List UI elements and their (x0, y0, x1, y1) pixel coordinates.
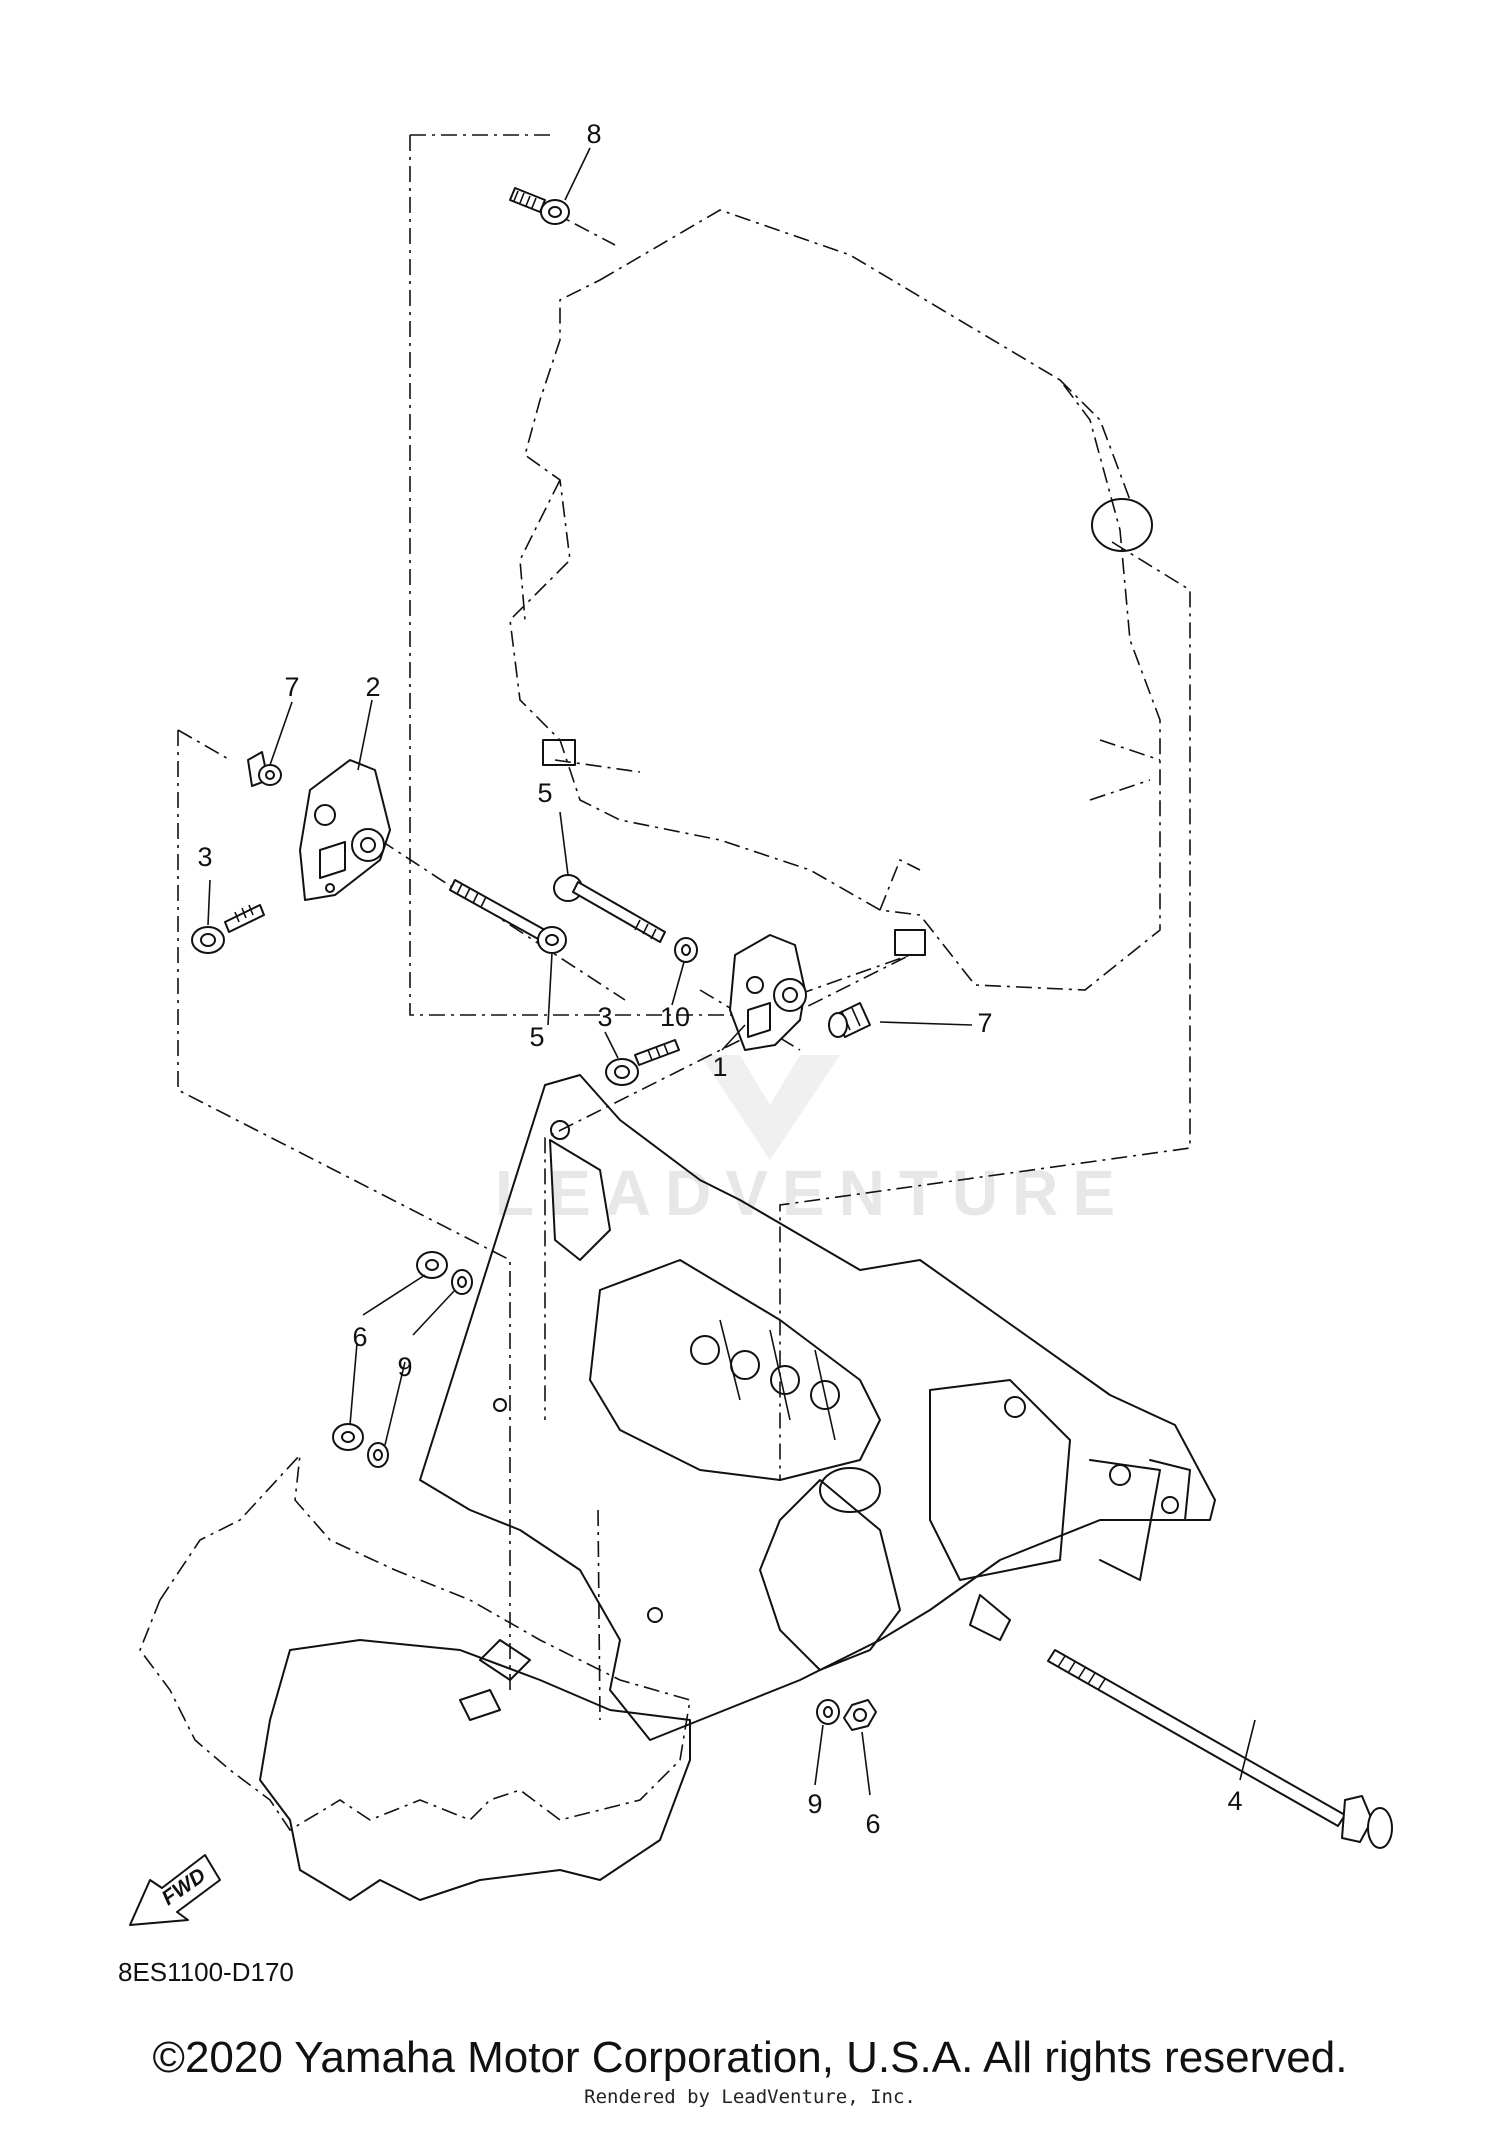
bolt-5-lower-left (449, 879, 567, 954)
bolt-3-middle (605, 1039, 680, 1086)
callout-10: 10 (660, 1002, 690, 1032)
callout-7-right: 7 (977, 1008, 992, 1038)
engine-mount-bracket-1 (729, 934, 807, 1051)
nut-6-lower (843, 1699, 877, 1731)
nut-6-middle (332, 1423, 364, 1451)
callout-3-left: 3 (197, 842, 212, 872)
callout-2: 2 (365, 672, 380, 702)
washer-9-middle (367, 1442, 389, 1468)
callout-5-upper: 5 (537, 778, 552, 808)
callout-4: 4 (1227, 1786, 1242, 1816)
callout-7-left: 7 (284, 672, 299, 702)
damper-7-left (247, 751, 282, 787)
watermark-text: LEADVENTURE (495, 1157, 1129, 1229)
reference-lines (177, 134, 1191, 1721)
frame-outline (419, 1074, 1216, 1741)
callout-1: 1 (712, 1052, 727, 1082)
nut-6-upper (416, 1251, 448, 1279)
watermark-logo: LEADVENTURE (495, 1055, 1129, 1229)
leader-lines (207, 147, 1256, 1796)
callout-9-upper: 9 (397, 1352, 412, 1382)
callout-6-upper: 6 (352, 1322, 367, 1352)
engine-port (1091, 498, 1153, 552)
washer-9-upper (451, 1269, 473, 1295)
diagram-code: 8ES1100-D170 (118, 1957, 294, 1987)
bolt-5-upper-right (553, 874, 666, 943)
callout-8: 8 (586, 119, 601, 149)
fwd-arrow-icon: FWD (129, 1854, 221, 1926)
through-bolt-4 (1047, 1649, 1393, 1849)
callout-9-lower: 9 (807, 1789, 822, 1819)
callout-3-middle: 3 (597, 1002, 612, 1032)
callout-6-lower: 6 (865, 1809, 880, 1839)
engine-detail-lines (519, 379, 1161, 911)
bolt-3-left (191, 904, 265, 954)
rendered-by-credit: Rendered by LeadVenture, Inc. (584, 2086, 916, 2108)
engine-outline (509, 209, 1161, 991)
copyright-notice: ©2020 Yamaha Motor Corporation, U.S.A. A… (152, 2033, 1348, 2082)
callout-5-lower: 5 (529, 1022, 544, 1052)
damper-7-right (828, 1002, 871, 1038)
washer-10 (674, 937, 698, 963)
washer-9-lower (816, 1699, 840, 1725)
lower-bracket-outline (139, 1398, 691, 1901)
engine-mount-bracket-2 (299, 759, 391, 901)
bolt-8 (509, 187, 570, 225)
engine-mount-pads (542, 739, 926, 956)
